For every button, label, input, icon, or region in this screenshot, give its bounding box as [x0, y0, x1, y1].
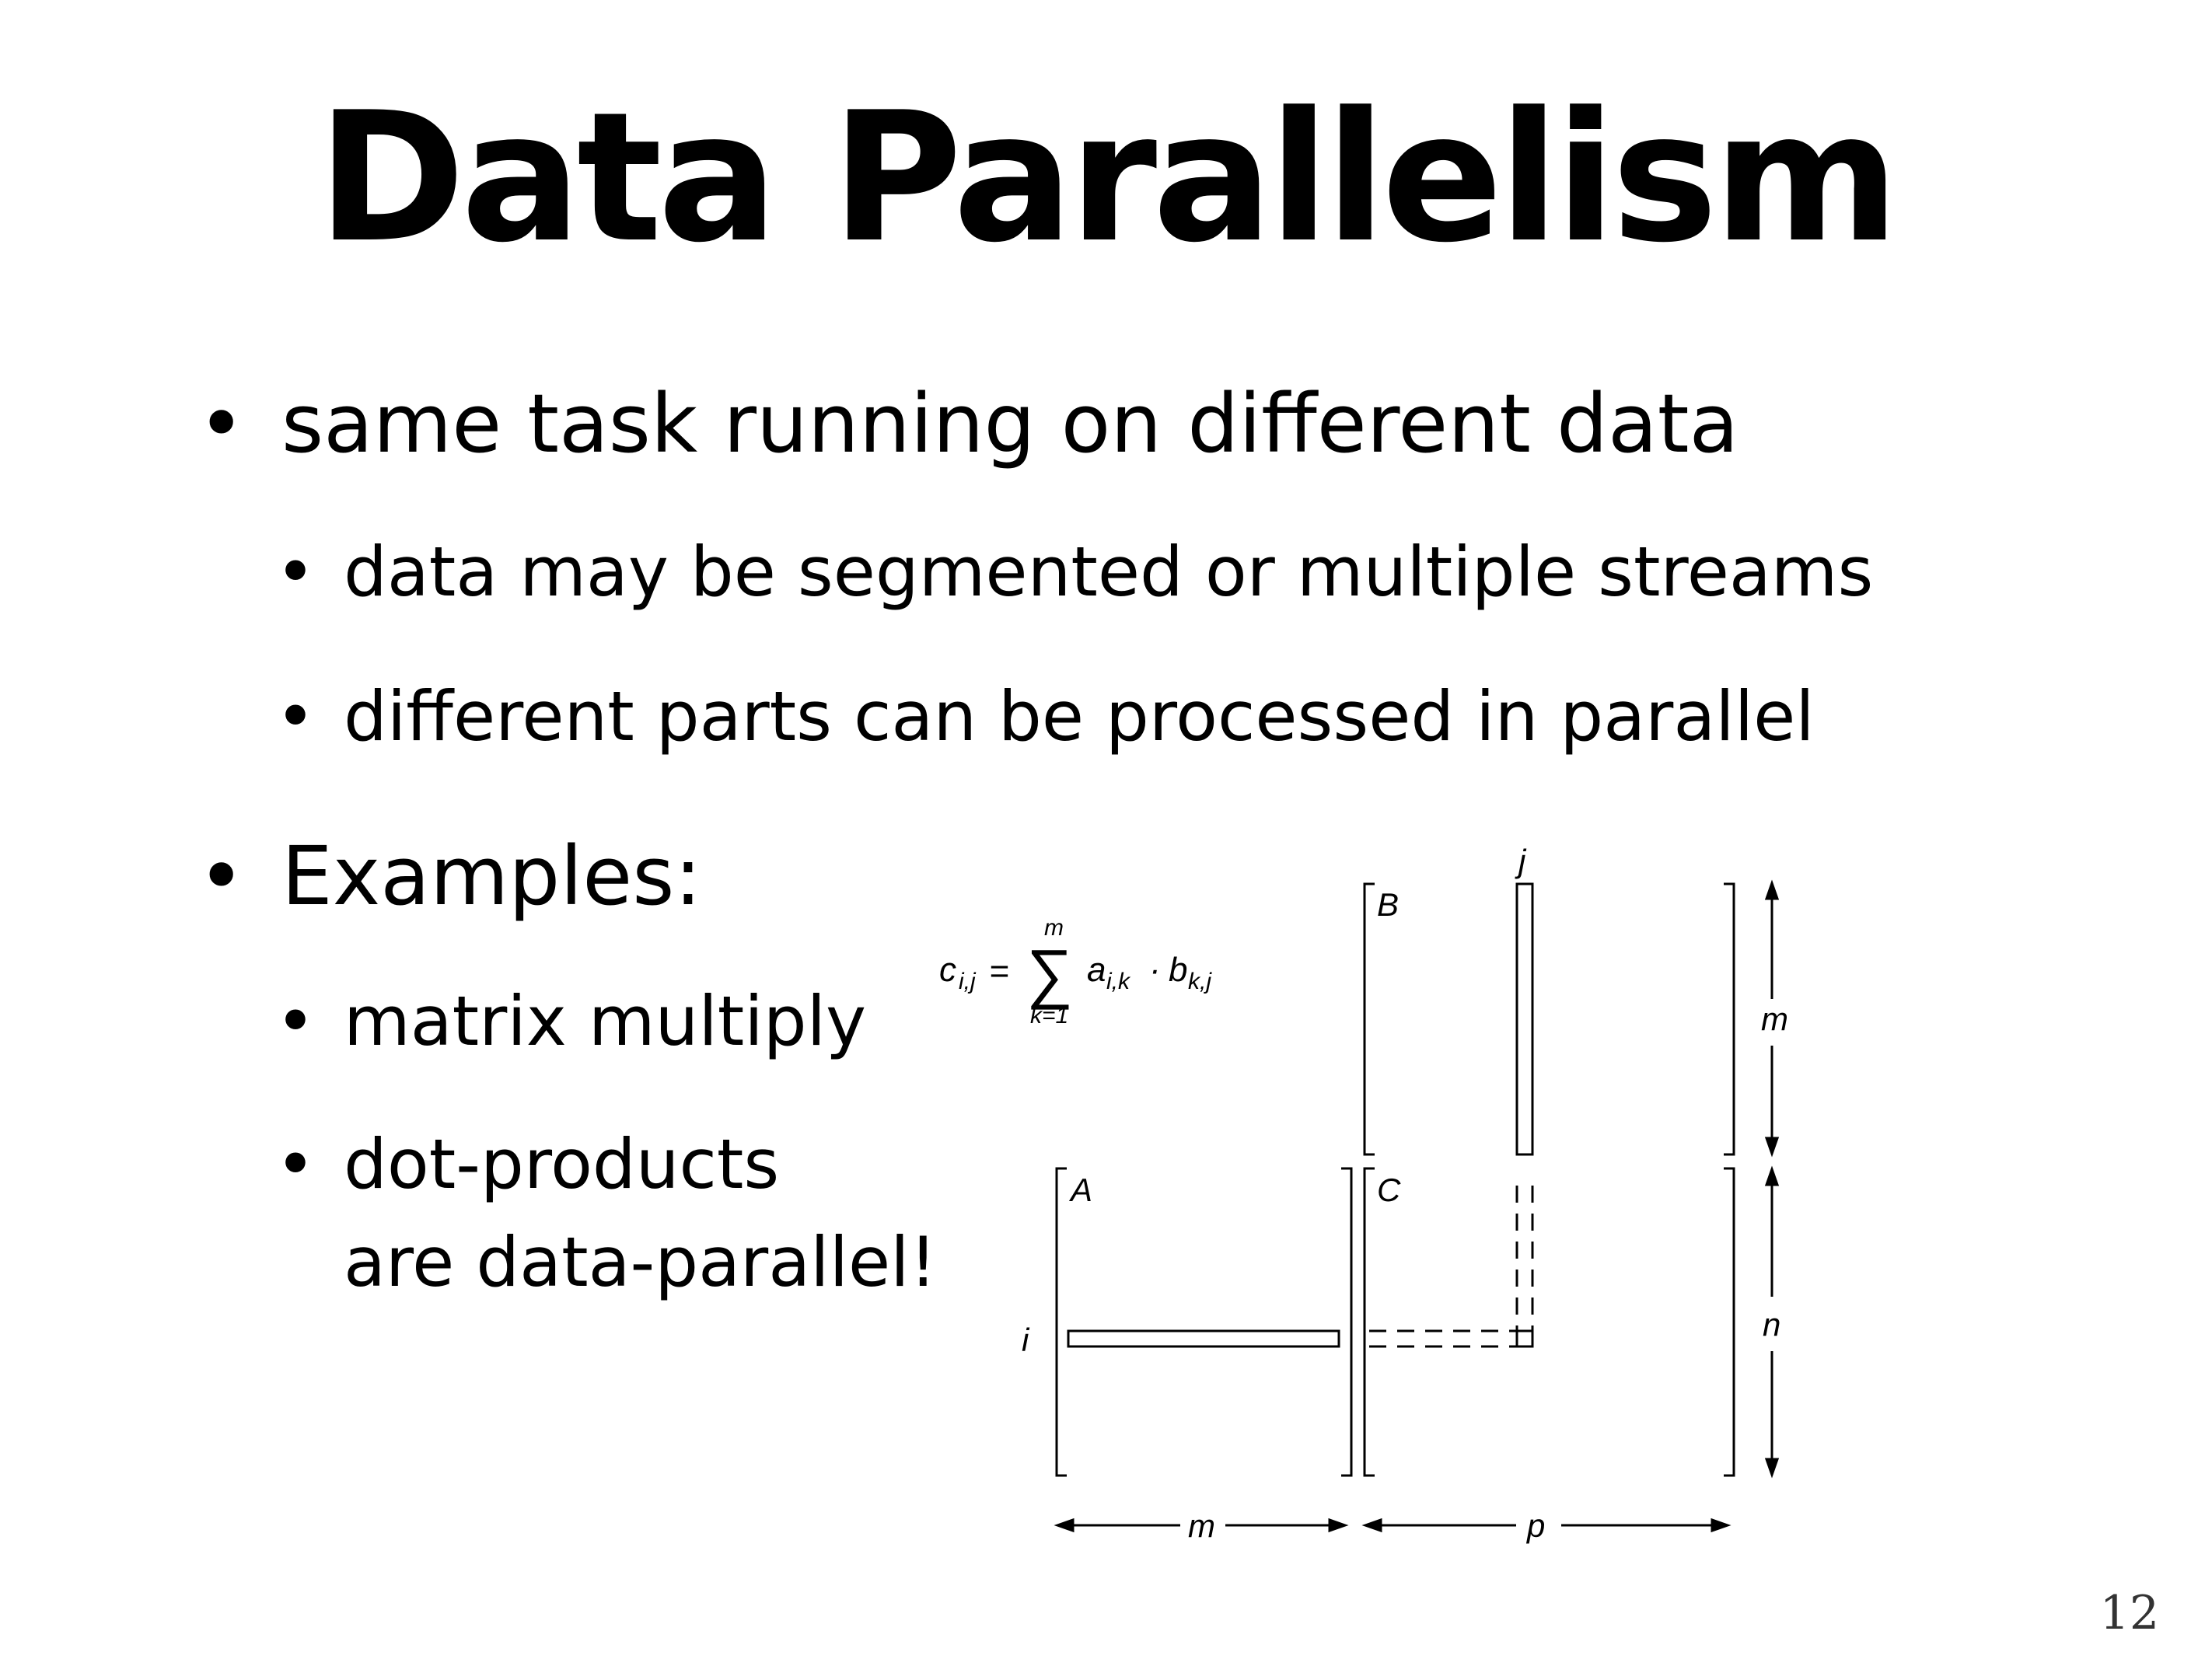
matrix-c-label: C	[1377, 1172, 1401, 1208]
bullet-dot: •	[275, 676, 316, 756]
bullet-dot: •	[197, 829, 246, 924]
bullet-text: matrix multiply	[344, 981, 867, 1061]
bullet-different-parts: • different parts can be processed in pa…	[275, 675, 1815, 758]
matrix-b-label: B	[1377, 886, 1399, 923]
matrix-c-left-bracket	[1363, 1167, 1375, 1477]
bullet-text: dot-products	[344, 1124, 780, 1204]
arrowhead-down	[1764, 1458, 1780, 1479]
row-i-rect	[1067, 1329, 1340, 1348]
formula-sum-lower: k=1	[1030, 1003, 1068, 1029]
bullet-text: data may be segmented or multiple stream…	[344, 532, 1874, 612]
matrix-a-label: A	[1068, 1172, 1092, 1208]
bullet-text: different parts can be processed in para…	[344, 676, 1815, 756]
formula-b: b	[1169, 951, 1187, 989]
arrowhead-left	[1054, 1518, 1075, 1533]
bullet-dot: •	[275, 981, 316, 1061]
bullet-same-task: • same task running on different data	[197, 375, 1739, 473]
formula-dot: ·	[1149, 951, 1161, 989]
arrowhead-up	[1764, 1165, 1780, 1186]
formula-c: c	[939, 951, 956, 989]
dim-n-label: n	[1763, 1306, 1780, 1343]
arrowhead-right	[1328, 1518, 1349, 1533]
index-j-label: j	[1515, 843, 1527, 879]
bullet-text: Examples:	[281, 829, 702, 924]
formula-a: a	[1087, 951, 1106, 989]
column-j-rect	[1515, 882, 1534, 1156]
cell-ij-rect	[1515, 1329, 1534, 1348]
matrix-b-left-bracket	[1363, 882, 1375, 1156]
bullet-dot: •	[275, 1124, 316, 1204]
page-number: 12	[2099, 1586, 2159, 1640]
dot-product-formula: c i,j = ∑ m k=1 a i,k · b k,j	[939, 915, 1212, 1029]
formula-sigma: ∑	[1025, 936, 1071, 1010]
formula-b-sub: k,j	[1188, 969, 1212, 994]
bullet-examples: • Examples:	[197, 827, 702, 926]
bullet-text: are data-parallel!	[344, 1222, 937, 1302]
formula-a-sub: i,k	[1106, 969, 1131, 994]
arrowhead-left	[1361, 1518, 1382, 1533]
bullet-dot-products: • dot-products	[275, 1123, 780, 1206]
bullet-continuation: are data-parallel!	[344, 1221, 937, 1304]
bullet-text: same task running on different data	[281, 376, 1739, 471]
matrix-b-right-bracket	[1724, 882, 1735, 1156]
index-i-label: i	[1022, 1322, 1030, 1358]
formula-c-sub: i,j	[959, 969, 977, 994]
matrix-c-right-bracket	[1724, 1167, 1735, 1477]
slide-title: Data Parallelism	[316, 75, 1899, 282]
arrowhead-down	[1764, 1137, 1780, 1158]
dim-p-label: p	[1525, 1507, 1545, 1544]
bullet-dot: •	[197, 376, 246, 471]
bullet-dot: •	[275, 532, 316, 612]
dim-m-bottom-label: m	[1188, 1507, 1215, 1544]
arrowhead-right	[1711, 1518, 1732, 1533]
bullet-data-segmented: • data may be segmented or multiple stre…	[275, 530, 1874, 613]
matrix-a-right-bracket	[1341, 1167, 1353, 1477]
dim-m-right-label: m	[1761, 1001, 1788, 1037]
matrix-a-left-bracket	[1055, 1167, 1067, 1477]
formula-equals: =	[989, 952, 1009, 990]
bullet-matrix-multiply: • matrix multiply	[275, 980, 867, 1063]
arrowhead-up	[1764, 879, 1780, 900]
formula-sum-upper: m	[1044, 915, 1064, 941]
